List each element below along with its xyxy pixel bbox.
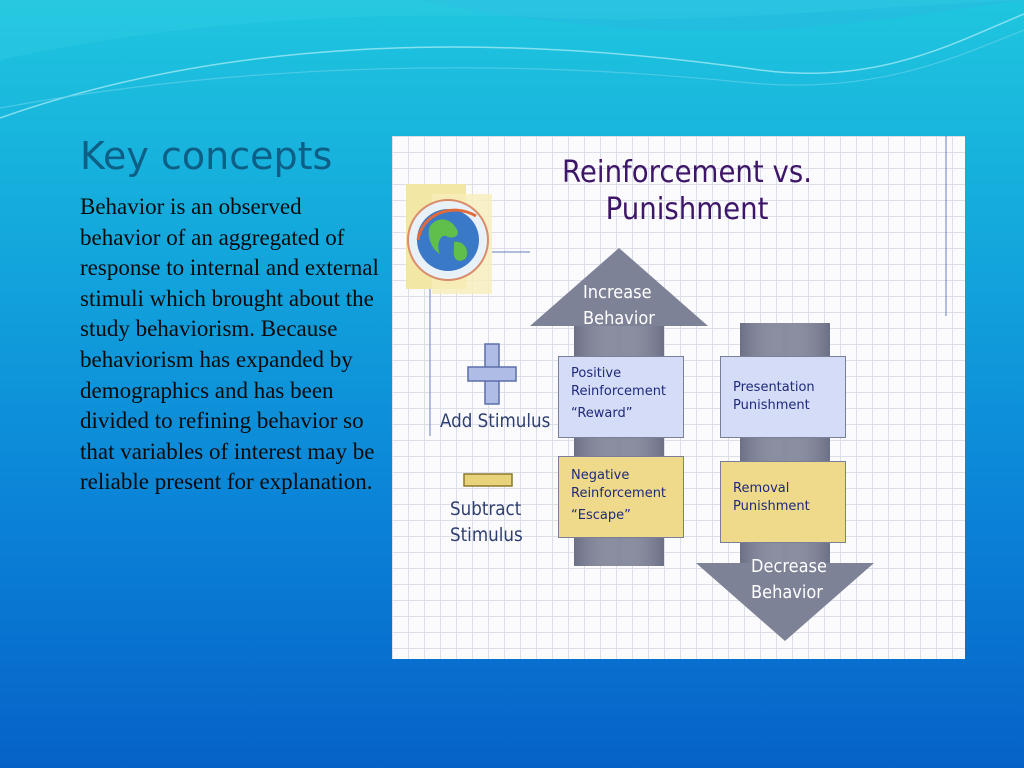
escape-quote: “Escape” — [571, 508, 631, 523]
positive-reinforcement-box: Positive Reinforcement “Reward” — [558, 356, 684, 438]
negative-reinforcement-box: Negative Reinforcement “Escape” — [558, 456, 684, 538]
reinforcement-punishment-diagram: Reinforcement vs. Punishment Increase Be… — [392, 136, 965, 659]
removal-line2: Punishment — [733, 499, 810, 514]
positive-line1: Positive — [571, 366, 622, 381]
presentation-punishment-box: Presentation Punishment — [720, 356, 846, 438]
add-stimulus-label: Add Stimulus — [440, 410, 551, 432]
plus-icon — [467, 343, 517, 405]
slide-title: Key concepts — [80, 134, 333, 178]
reward-quote: “Reward” — [571, 406, 633, 421]
negative-line2: Reinforcement — [571, 486, 667, 501]
minus-icon — [463, 473, 513, 487]
slide-body-text: Behavior is an observed behavior of an a… — [80, 194, 379, 495]
presentation-line2: Punishment — [733, 398, 810, 413]
presentation-line1: Presentation — [733, 380, 815, 395]
decrease-behavior-label: Decrease Behavior — [751, 556, 827, 603]
removal-punishment-box: Removal Punishment — [720, 461, 846, 543]
decorative-waves — [0, 0, 1024, 119]
diagram-title: Reinforcement vs. Punishment — [561, 155, 813, 227]
globe-icon — [406, 184, 492, 294]
increase-behavior-label: Increase Behavior — [583, 282, 655, 329]
negative-line1: Negative — [571, 468, 630, 483]
subtract-stimulus-label: Subtract Stimulus — [450, 498, 523, 546]
removal-line1: Removal — [733, 481, 790, 496]
positive-line2: Reinforcement — [571, 384, 667, 399]
